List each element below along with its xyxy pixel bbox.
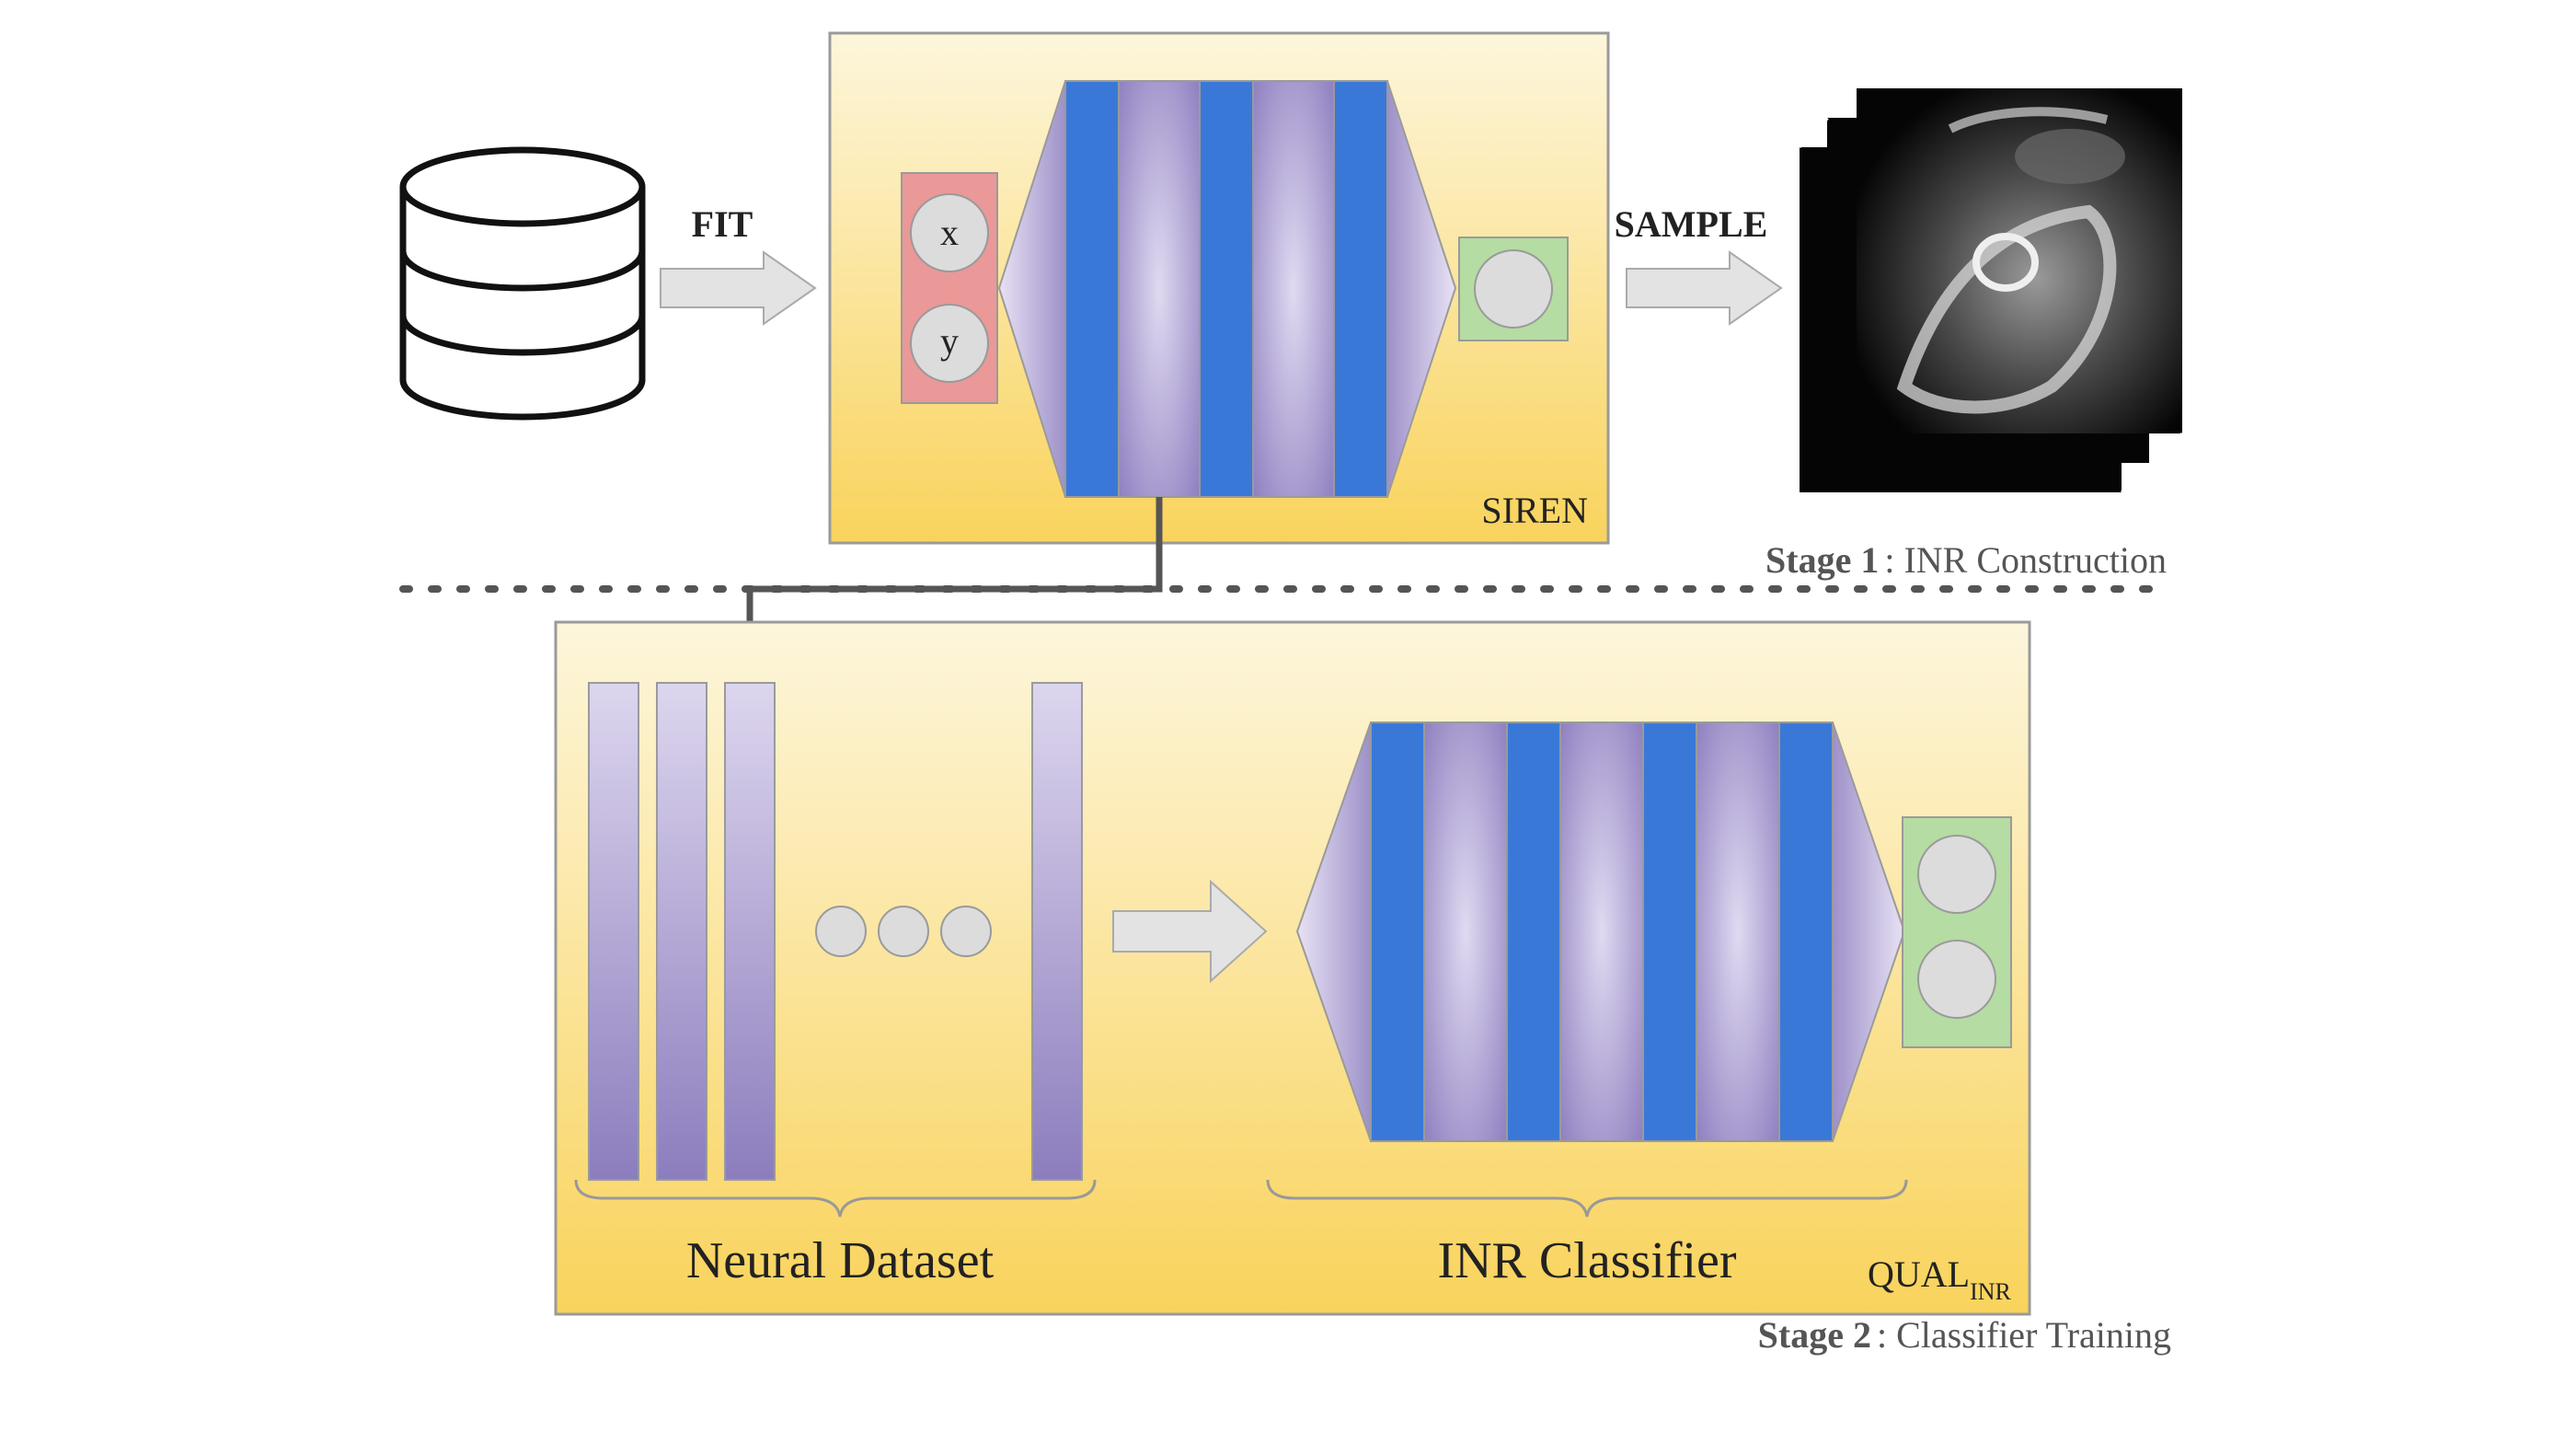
stage2-caption-text: : Classifier Training [1877,1314,2171,1356]
classifier-layer-blue-1 [1370,722,1425,1142]
database-icon [399,146,646,421]
classifier-layer-purple-2 [1559,722,1644,1142]
stage2-caption: Stage 2: Classifier Training [1758,1314,2171,1356]
siren-network [997,80,1457,498]
siren-layer-blue-3 [1333,80,1388,498]
classifier-layer-blue-2 [1506,722,1561,1142]
inr-classifier-label: INR Classifier [1437,1232,1736,1289]
neural-dataset-label: Neural Dataset [686,1232,995,1289]
input-x-label: x [940,212,959,253]
ellipsis-dot-1 [815,906,867,957]
sample-label: SAMPLE [1615,203,1768,245]
ellipsis-dot-2 [878,906,929,957]
output-node [1474,249,1553,329]
qual-inr-label-main: QUAL [1868,1253,1970,1295]
train-arrow [1112,879,1268,984]
qual-inr-label-sub: INR [1970,1278,2011,1305]
dataset-brace [574,1179,1097,1218]
siren-layer-purple-1 [1118,80,1201,498]
fit-label: FIT [692,203,753,245]
weight-vector-n [1031,682,1083,1181]
classifier-output-node-1 [1917,835,1996,914]
neural-dataset [588,682,1083,1181]
qual-inr-label: QUALINR [1868,1253,2012,1305]
classifier-brace [1266,1179,1908,1218]
siren-layer-blue-1 [1064,80,1120,498]
classifier-output-taper [1832,722,1906,1142]
classifier-layer-purple-3 [1696,722,1780,1142]
stage2-caption-bold: Stage 2 [1758,1314,1871,1356]
classifier-layer-purple-1 [1423,722,1508,1142]
weight-vector-2 [656,682,707,1181]
input-node-y [910,304,989,383]
classifier-layer-blue-3 [1642,722,1697,1142]
weight-vector-1 [588,682,639,1181]
mri-image-stack-icon [1798,87,2184,494]
siren-output-taper [1386,80,1457,498]
classifier-output-node-2 [1917,940,1996,1019]
stage1-caption-text: : INR Construction [1884,539,2167,581]
fit-arrow [660,250,817,326]
stage1-caption-bold: Stage 1 [1765,539,1879,581]
input-y-label: y [940,320,959,362]
stage1-caption: Stage 1: INR Construction [1765,539,2167,581]
classifier-layer-blue-4 [1778,722,1834,1142]
siren-layer-purple-2 [1252,80,1335,498]
input-node-x [910,193,989,272]
weight-vector-3 [724,682,776,1181]
siren-layer-blue-2 [1199,80,1254,498]
siren-label: SIREN [1481,490,1588,531]
sample-arrow [1626,250,1783,326]
ellipsis-dot-3 [940,906,992,957]
inr-classifier-network [1295,722,1906,1142]
